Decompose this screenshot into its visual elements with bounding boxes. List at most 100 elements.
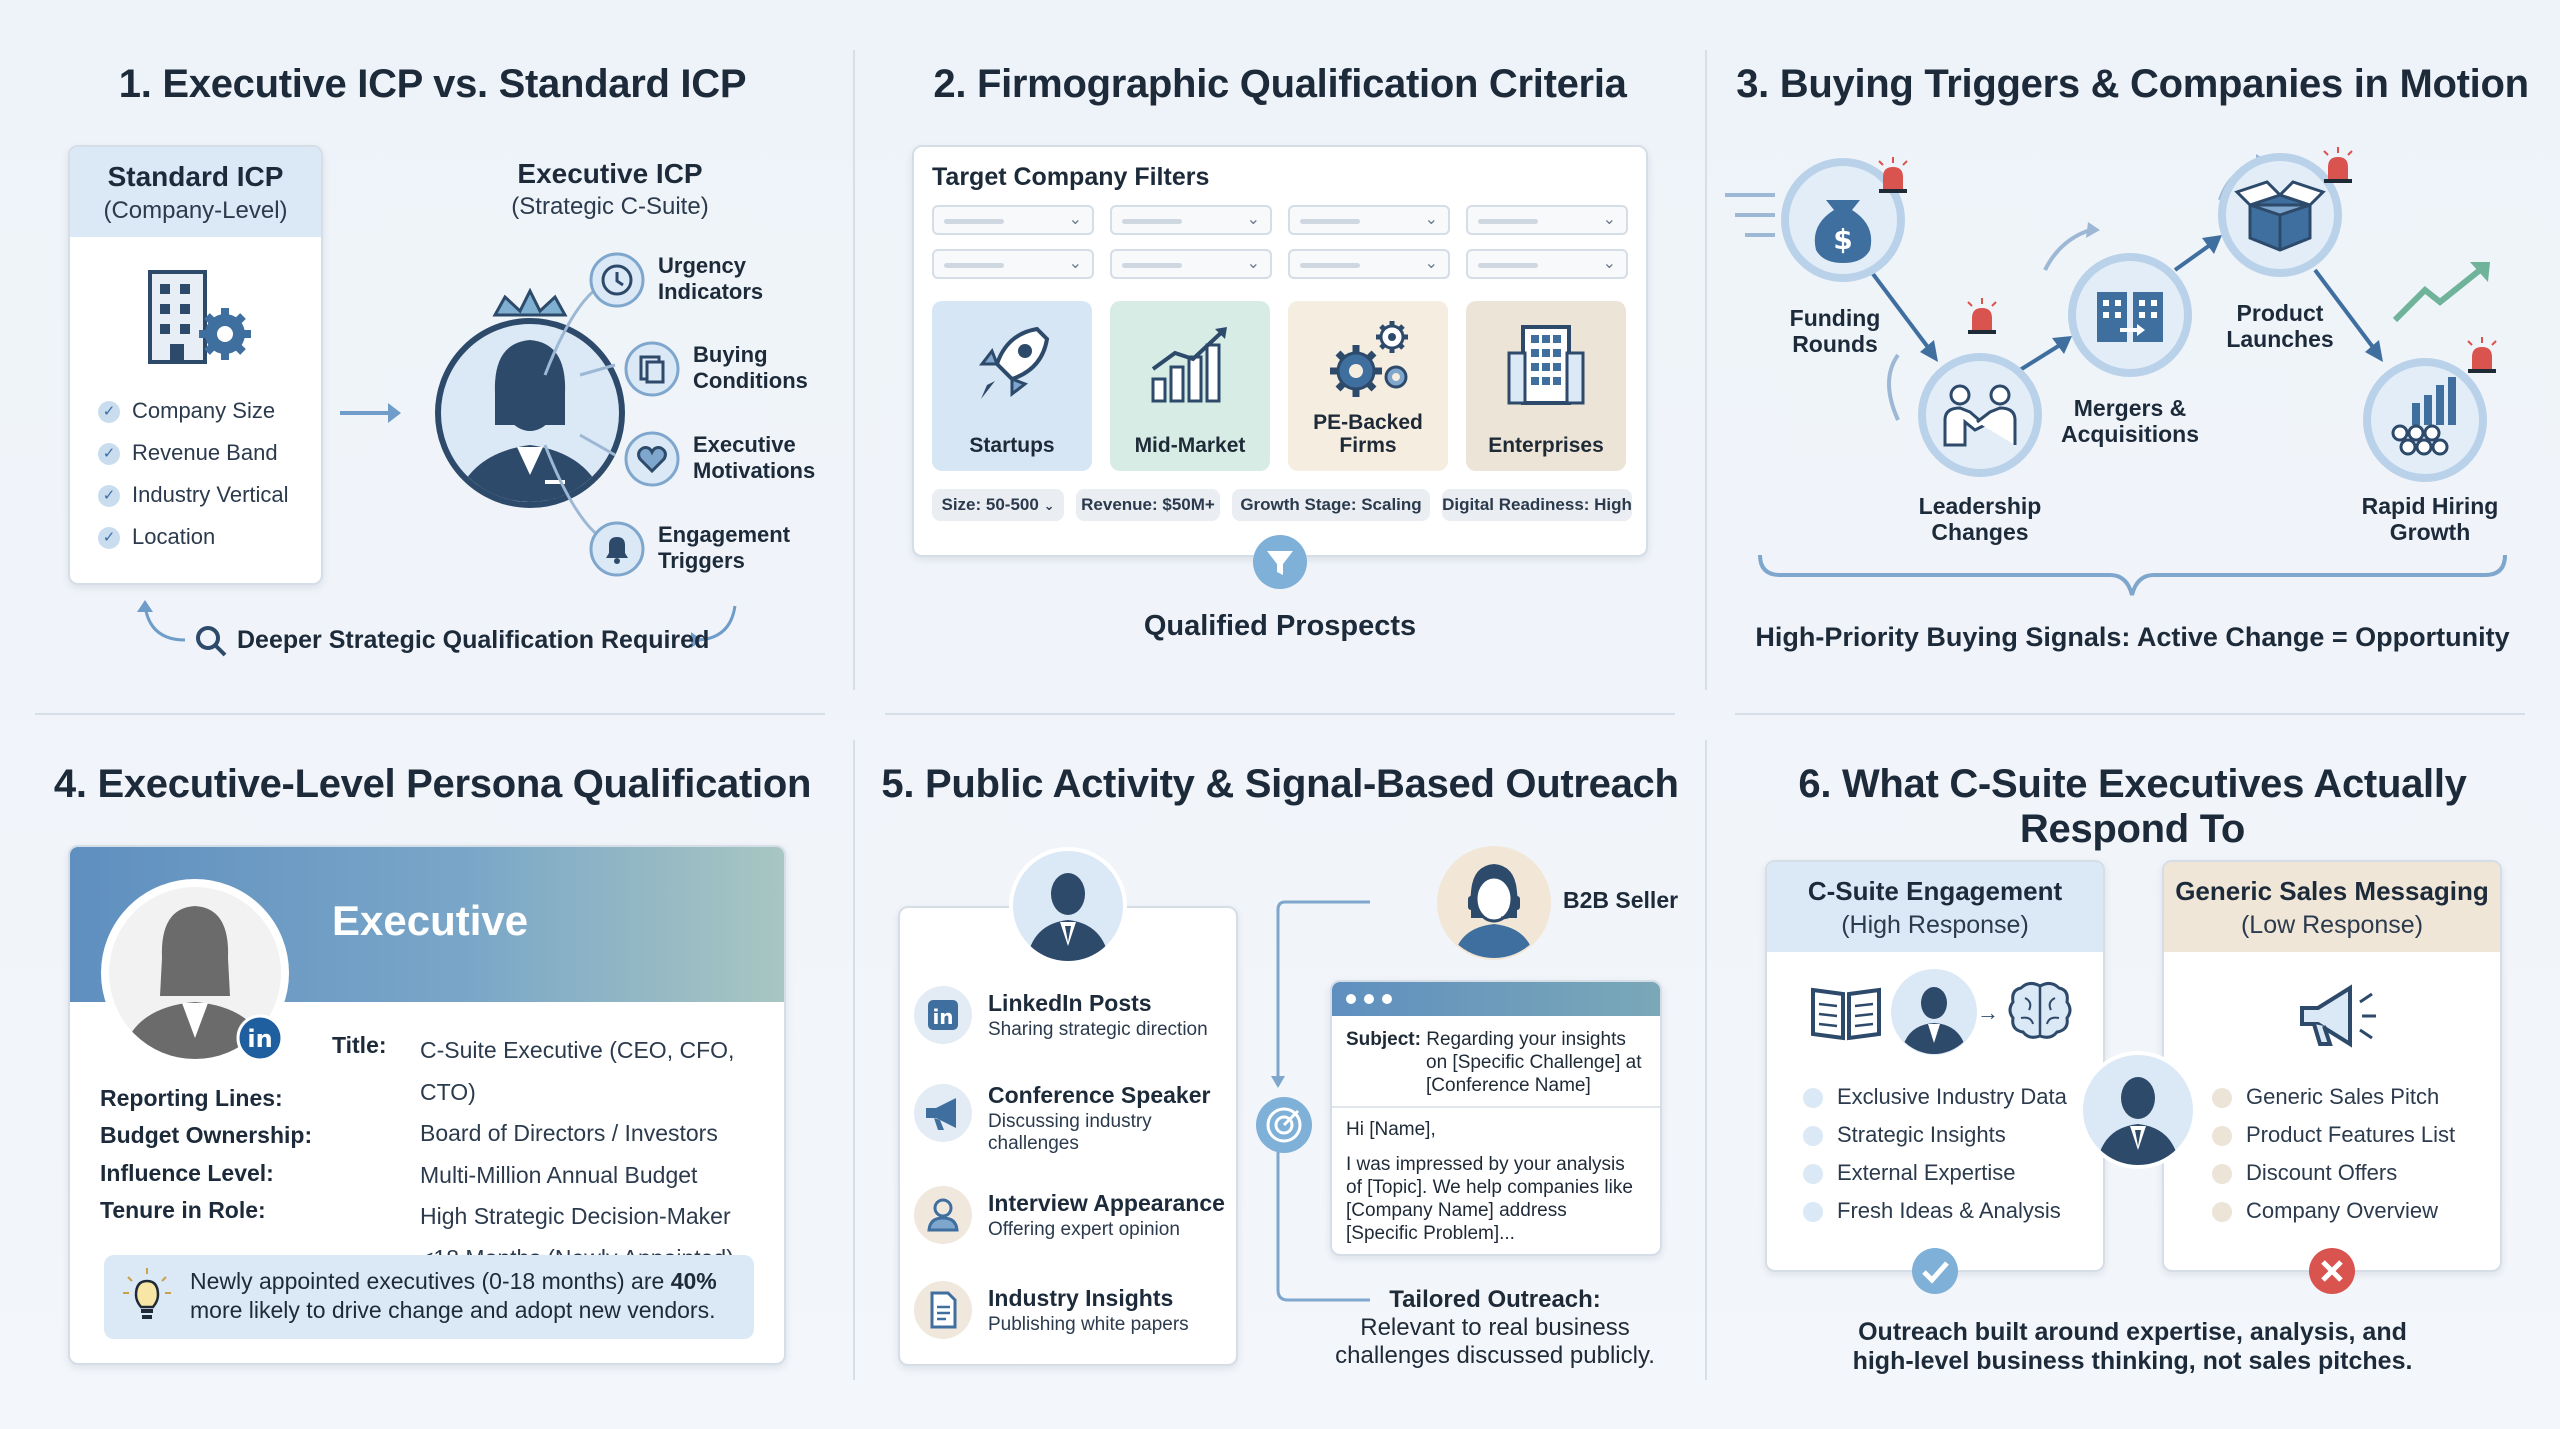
trigger-node-funding: $ — [1778, 155, 1908, 285]
svg-text:$: $ — [1833, 223, 1852, 256]
persona-values: C-Suite Executive (CEO, CFO, CTO) Board … — [420, 1030, 784, 1279]
generic-sales-card: Generic Sales Messaging (Low Response) G… — [2162, 860, 2502, 1272]
arrow-right-icon: → — [1977, 1000, 1999, 1025]
chevron-down-icon: ⌄ — [1068, 255, 1082, 272]
filter-dropdown-8[interactable]: ⌄ — [1466, 249, 1628, 279]
section-5-footer: Tailored Outreach: Relevant to real busi… — [1335, 1286, 1655, 1369]
divider-h-1 — [35, 713, 825, 715]
handshake-icon — [1918, 353, 2042, 477]
tip-stat: 40% — [670, 1268, 717, 1294]
check-icon: ✓ — [98, 401, 120, 424]
value-budget: Multi-Million Annual Budget — [420, 1161, 698, 1188]
label-budget: Budget Ownership: — [100, 1122, 313, 1148]
trigger-label-mergers: Mergers &Acquisitions — [2060, 395, 2199, 447]
tile-startups[interactable]: Startups — [932, 301, 1092, 471]
executive-avatar-icon — [435, 287, 625, 508]
person-icon — [914, 1186, 972, 1244]
filter-dropdown-7[interactable]: ⌄ — [1288, 249, 1450, 279]
standard-icp-card: Standard ICP (Company-Level) ✓Company Si… — [68, 145, 323, 585]
rocket-icon — [978, 326, 1050, 399]
brace-bracket — [1758, 554, 2507, 596]
divider-v-4 — [1705, 740, 1707, 1380]
lightbulb-icon — [123, 1268, 171, 1319]
arrow-right-icon — [340, 403, 401, 423]
document-icon — [624, 341, 680, 397]
trigger-node-mergers — [2065, 250, 2195, 380]
standard-icp-title: Standard ICP — [107, 161, 284, 192]
filter-dropdown-4[interactable]: ⌄ — [1466, 205, 1628, 235]
target-filters-card: Target Company Filters ⌄ ⌄ ⌄ ⌄ ⌄ ⌄ ⌄ ⌄ S… — [912, 145, 1648, 557]
filters-card-title: Target Company Filters — [932, 163, 1210, 191]
section-3-footer: High-Priority Buying Signals: Active Cha… — [1755, 622, 2510, 652]
executive-icp-subtitle: (Strategic C-Suite) — [511, 193, 709, 220]
executive-icp-title: Executive ICP — [517, 158, 703, 189]
target-icon — [1256, 1097, 1312, 1153]
alarm-icon — [1967, 298, 1997, 334]
email-card: Subject: Regarding your insights on [Spe… — [1330, 980, 1662, 1256]
megaphone-icon — [2300, 984, 2376, 1048]
section-4-title: 4. Executive-Level Persona Qualification — [53, 762, 812, 806]
value-reporting: Board of Directors / Investors — [420, 1120, 718, 1146]
list-item: Fresh Ideas & Analysis — [1803, 1192, 2067, 1230]
filter-pill-size[interactable]: Size: 50-500 ⌄ — [932, 489, 1064, 521]
csuite-list: Exclusive Industry Data Strategic Insigh… — [1803, 1078, 2067, 1230]
tile-enterprises[interactable]: Enterprises — [1466, 301, 1626, 471]
filter-dropdown-1[interactable]: ⌄ — [932, 205, 1094, 235]
section-6-title: 6. What C-Suite Executives Actually Resp… — [1798, 762, 2467, 851]
label-influence: Influence Level: — [100, 1159, 274, 1186]
chevron-down-icon: ⌄ — [1602, 211, 1616, 228]
filter-pill-growth[interactable]: Growth Stage: Scaling — [1232, 489, 1430, 521]
tip-text-c: more likely to drive change and adopt ne… — [190, 1297, 716, 1323]
divider-v-1 — [853, 50, 855, 690]
label-tenure: Tenure in Role: — [100, 1197, 266, 1223]
csuite-card-header: C-Suite Engagement (High Response) — [1767, 862, 2103, 952]
divider-h-2 — [885, 713, 1675, 715]
list-item: ✓Revenue Band — [98, 434, 289, 472]
activity-linkedin: in LinkedIn Posts Sharing strategic dire… — [912, 984, 1232, 1054]
executive-avatar-icon — [1891, 969, 1977, 1055]
chevron-down-icon: ⌄ — [1043, 498, 1055, 513]
megaphone-icon — [914, 1084, 972, 1142]
activity-insights: Industry Insights Publishing white paper… — [912, 1279, 1232, 1349]
chevron-down-icon: ⌄ — [1424, 211, 1438, 228]
box-icon — [2218, 153, 2342, 277]
chevron-down-icon: ⌄ — [1068, 211, 1082, 228]
search-icon — [196, 626, 227, 657]
filter-pill-digital[interactable]: Digital Readiness: High — [1442, 489, 1632, 521]
tile-mid-market[interactable]: Mid-Market — [1110, 301, 1270, 471]
bell-icon — [589, 521, 645, 577]
brain-icon — [2008, 981, 2072, 1039]
generic-card-header: Generic Sales Messaging (Low Response) — [2164, 862, 2500, 952]
return-arrow-left — [137, 600, 186, 642]
divider-h-3 — [1735, 713, 2525, 715]
label-reporting: Reporting Lines: — [100, 1084, 283, 1111]
value-influence: High Strategic Decision-Maker — [420, 1203, 731, 1229]
money-bag-icon: $ — [1781, 158, 1905, 282]
linkedin-icon: in — [914, 986, 972, 1044]
list-item: Discount Offers — [2212, 1154, 2455, 1192]
filter-pill-revenue[interactable]: Revenue: $50M+ — [1076, 489, 1220, 521]
section-5-title: 5. Public Activity & Signal-Based Outrea… — [881, 762, 1679, 806]
section-2-title: 2. Firmographic Qualification Criteria — [933, 62, 1627, 106]
filter-dropdown-2[interactable]: ⌄ — [1110, 205, 1272, 235]
document-icon — [914, 1281, 972, 1339]
list-item: ✓Industry Vertical — [98, 476, 289, 514]
check-icon: ✓ — [98, 485, 120, 508]
executive-avatar-icon — [2079, 1051, 2197, 1169]
seller-avatar-icon — [1437, 846, 1551, 960]
check-icon: ✓ — [98, 443, 120, 466]
filter-dropdown-6[interactable]: ⌄ — [1110, 249, 1272, 279]
divider-v-2 — [1705, 50, 1707, 690]
alarm-icon — [1878, 157, 1908, 193]
filter-dropdown-3[interactable]: ⌄ — [1288, 205, 1450, 235]
email-body: Hi [Name], I was impressed by your analy… — [1346, 1119, 1633, 1244]
filter-dropdown-5[interactable]: ⌄ — [932, 249, 1094, 279]
book-icon — [1811, 987, 1881, 1041]
